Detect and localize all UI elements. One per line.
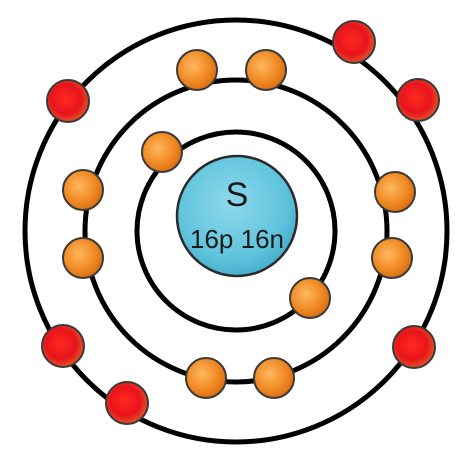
- electron-shell-3-3: [392, 325, 436, 369]
- orbit-shell-1: [134, 129, 338, 333]
- orbit-shell-2: [82, 77, 390, 385]
- electron-shell-2-1: [176, 49, 218, 91]
- electron-shell-2-4: [371, 237, 413, 279]
- electron-shell-1-2: [289, 277, 331, 319]
- electron-shell-2-7: [62, 237, 104, 279]
- proton-neutron-count: 16p 16n: [190, 224, 284, 254]
- electron-shell-2-5: [253, 357, 295, 399]
- orbit-shells: [22, 17, 450, 445]
- electron-shell-3-1: [332, 20, 376, 64]
- nucleus: S 16p 16n: [175, 154, 299, 278]
- electron-shell-1-1: [141, 131, 183, 173]
- nucleus-circle: [175, 154, 299, 278]
- electron-shell-2-2: [245, 49, 287, 91]
- electron-shell-3-6: [46, 79, 90, 123]
- orbit-shell-3: [22, 17, 450, 445]
- electron-shell-3-4: [105, 381, 149, 425]
- electron-shell-2-3: [374, 171, 416, 213]
- electrons-layer: [41, 20, 440, 425]
- electron-shell-2-8: [62, 169, 104, 211]
- electron-shell-2-6: [185, 357, 227, 399]
- electron-shell-3-5: [41, 324, 85, 368]
- electron-shell-3-2: [396, 78, 440, 122]
- element-symbol: S: [226, 176, 249, 214]
